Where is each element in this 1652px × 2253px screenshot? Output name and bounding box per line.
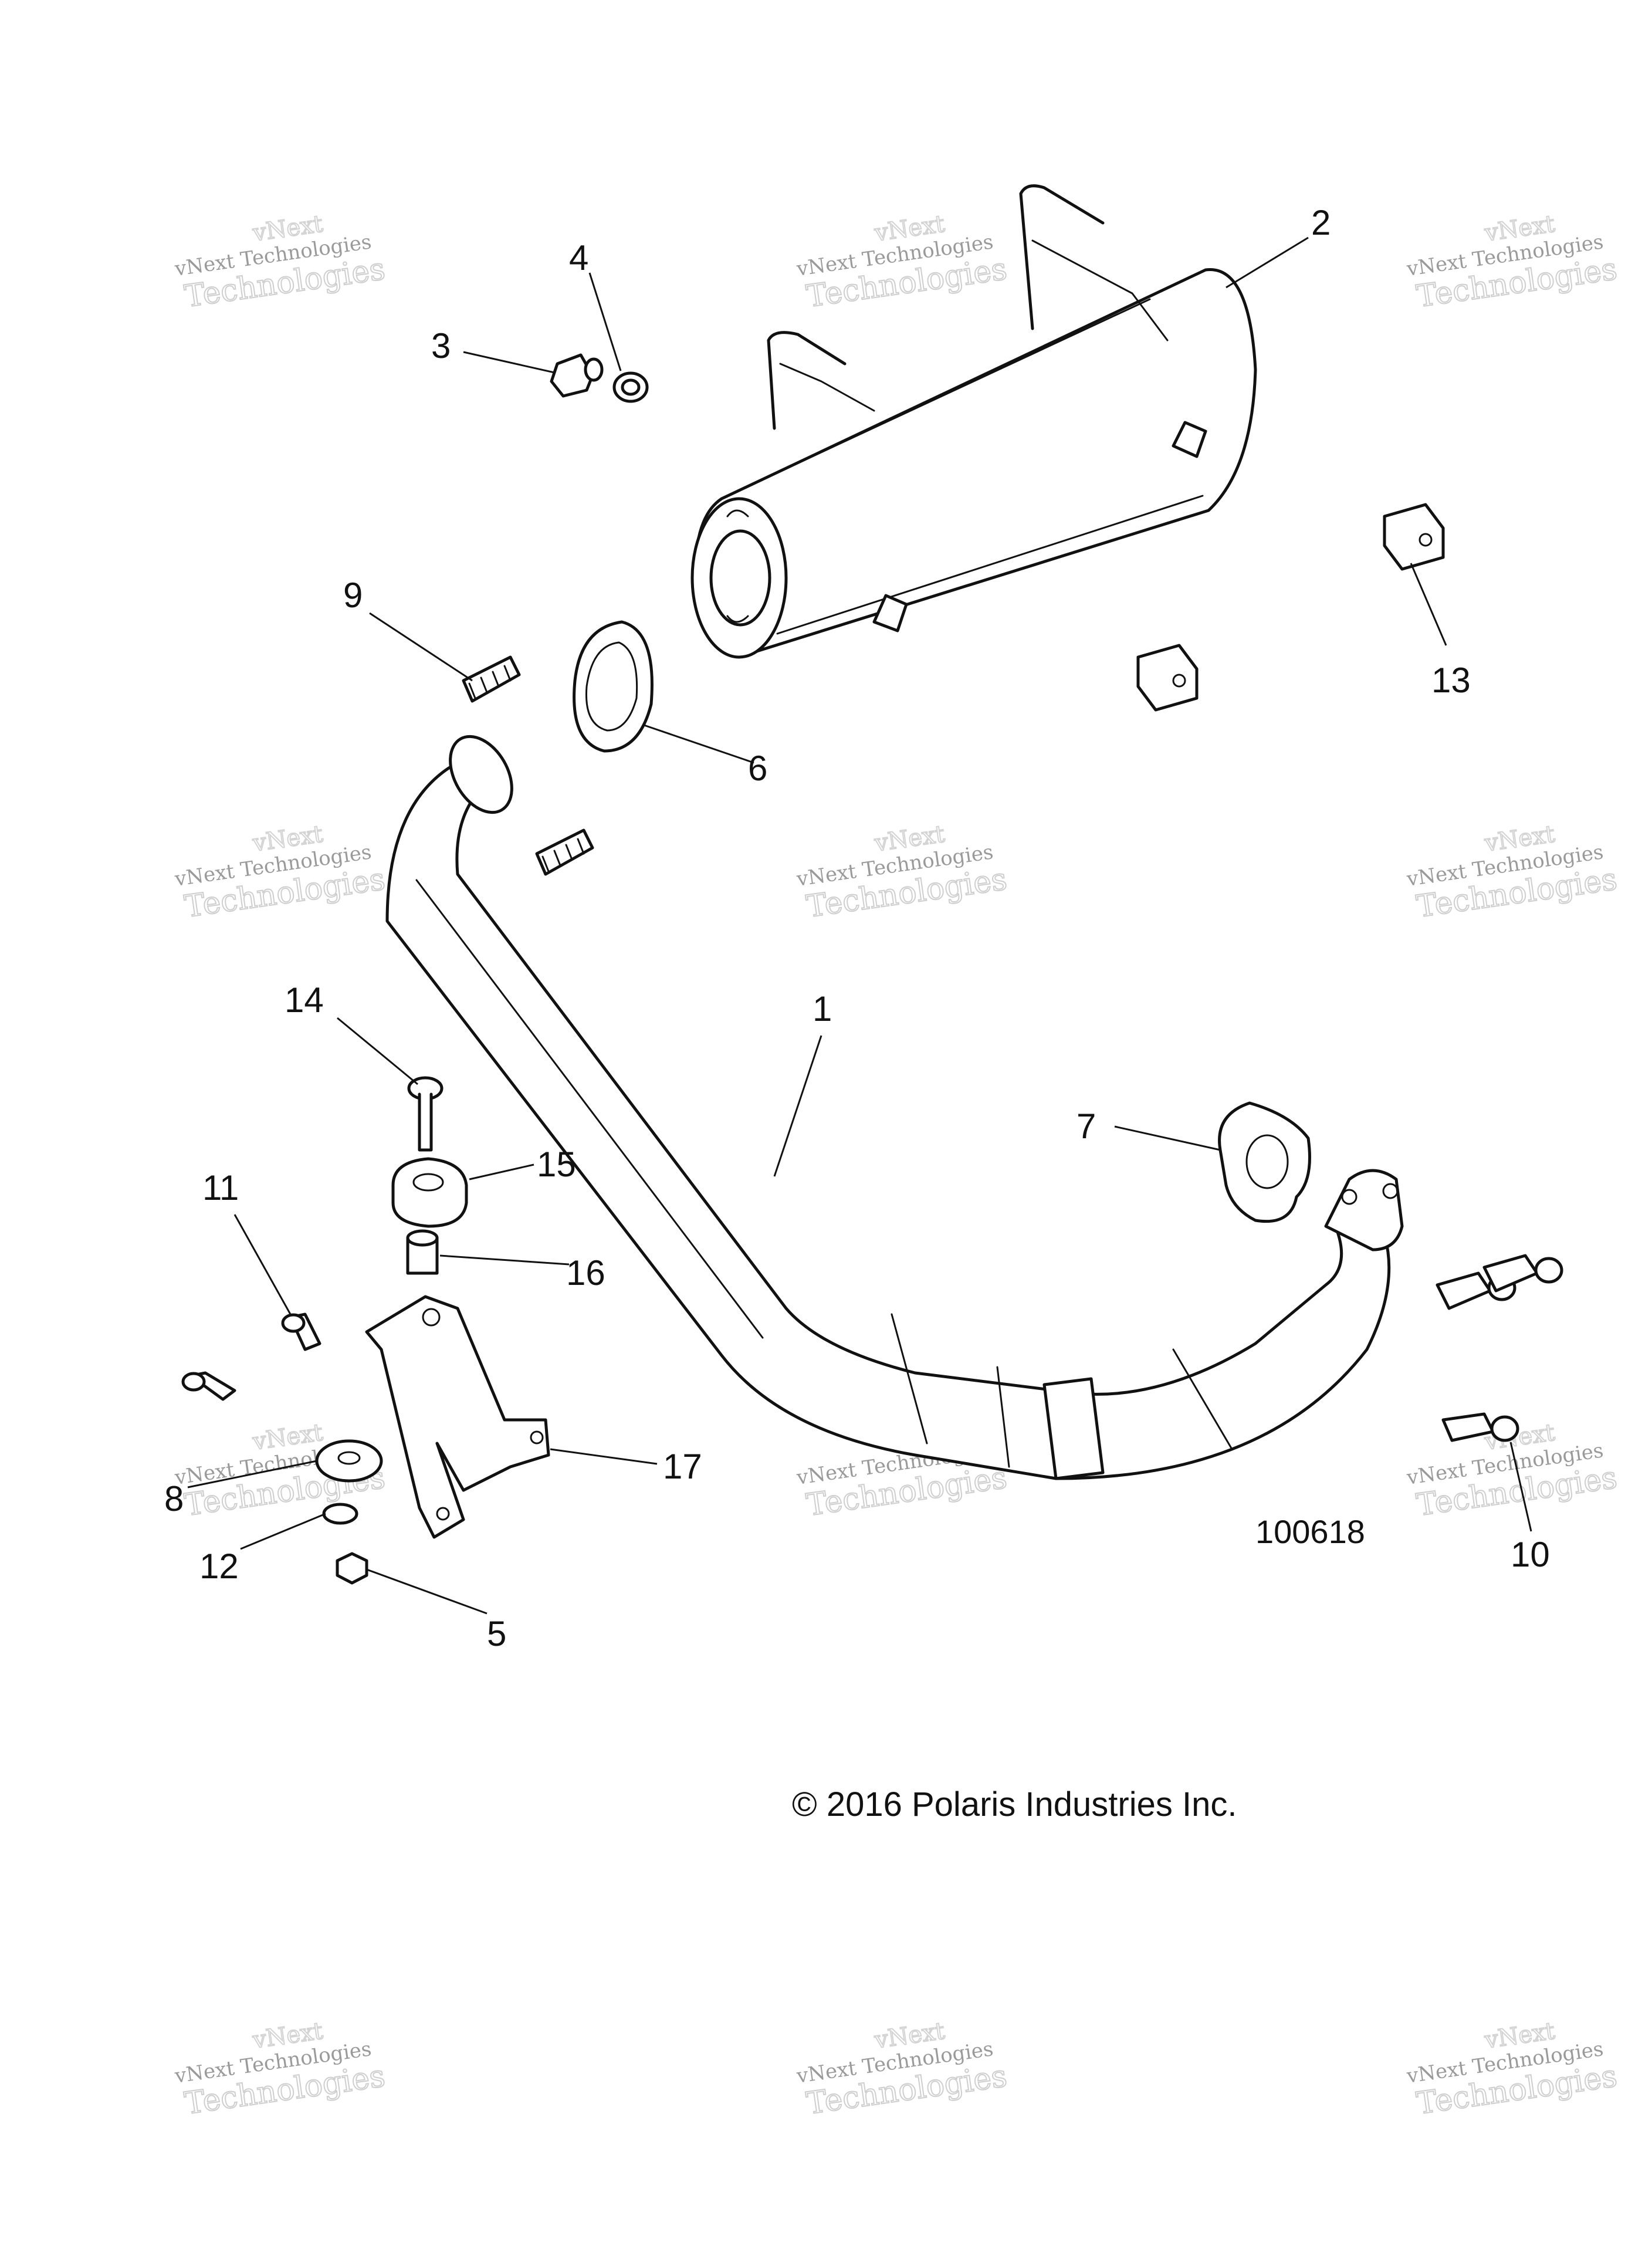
watermark: vNext vNext Technologies Technologies [173, 210, 388, 315]
gasket-part [1218, 1101, 1311, 1223]
sleeve-part [406, 1229, 439, 1275]
callout-13: 13 [1431, 661, 1471, 700]
callout-8: 8 [164, 1479, 184, 1518]
watermark: vNext vNext Technologies Technologies [1405, 820, 1620, 925]
callout-5: 5 [487, 1614, 506, 1653]
callout-6: 6 [748, 749, 767, 788]
callout-16: 16 [566, 1253, 605, 1293]
bolt-part [281, 1312, 321, 1351]
watermark-layer: vNext vNext Technologies Technologies vN… [173, 210, 1620, 2122]
watermark: vNext vNext Technologies Technologies [173, 2017, 388, 2122]
muffler-part [690, 184, 1257, 659]
callout-15: 15 [537, 1145, 576, 1184]
seal-ring-part [573, 620, 654, 753]
plug-part [550, 353, 604, 398]
callout-10: 10 [1511, 1535, 1550, 1574]
washer-part [322, 1503, 358, 1525]
bolt-part [1482, 1254, 1563, 1293]
callout-12: 12 [199, 1547, 239, 1586]
watermark: vNext vNext Technologies Technologies [173, 820, 388, 925]
callouts: 1 2 3 4 5 6 7 8 9 10 11 12 13 14 15 16 1… [164, 203, 1550, 1653]
callout-14: 14 [285, 980, 324, 1020]
bracket-part [365, 1295, 550, 1539]
callout-7: 7 [1076, 1107, 1096, 1146]
header-pipe-part [385, 735, 1404, 1480]
isolator-part [1136, 644, 1199, 712]
callout-1: 1 [813, 989, 832, 1029]
pin-part [407, 1076, 444, 1152]
callout-9: 9 [343, 576, 363, 615]
bolt-part [181, 1371, 236, 1401]
watermark: vNext vNext Technologies Technologies [1405, 2017, 1620, 2122]
nut-part [336, 1552, 368, 1585]
watermark: vNext vNext Technologies Technologies [1405, 210, 1620, 315]
callout-11: 11 [202, 1168, 239, 1207]
callout-17: 17 [663, 1447, 702, 1486]
grommet-part [391, 1157, 468, 1228]
washer-part [315, 1439, 383, 1483]
diagram-code: 100618 [1255, 1513, 1365, 1550]
washer-part [612, 371, 649, 403]
watermark: vNext vNext Technologies Technologies [795, 820, 1010, 925]
spring-part [462, 655, 521, 703]
callout-4: 4 [569, 238, 588, 278]
bolt-part [1441, 1412, 1519, 1442]
callout-2: 2 [1311, 203, 1331, 242]
copyright-notice: © 2016 Polaris Industries Inc. [792, 1785, 1237, 1824]
watermark: vNext vNext Technologies Technologies [795, 210, 1010, 315]
callout-3: 3 [431, 326, 451, 366]
watermark: vNext vNext Technologies Technologies [795, 2017, 1010, 2122]
isolator-part [1383, 503, 1445, 571]
spring-part [535, 828, 594, 876]
leader-lines [187, 236, 1532, 1615]
